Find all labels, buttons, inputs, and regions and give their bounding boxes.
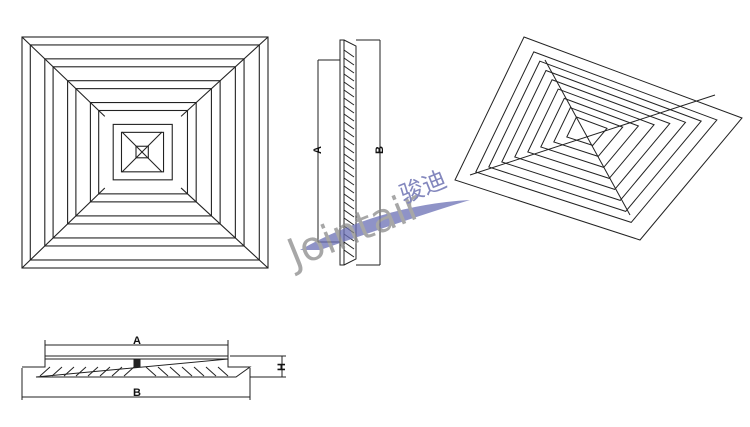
section-blade: [39, 366, 51, 377]
iso-ring: [566, 116, 608, 146]
section-blade: [145, 366, 157, 377]
iso-ring: [540, 97, 640, 168]
section-label-h: H: [276, 363, 288, 371]
iso-ring: [527, 88, 655, 179]
iso-ring: [501, 69, 687, 201]
front-square: [29, 44, 260, 261]
side-blade: [343, 81, 355, 90]
front-diagonal: [180, 36, 269, 117]
side-blade: [343, 73, 355, 82]
section-blade: [169, 366, 181, 377]
side-flange: [343, 39, 357, 266]
side-blade: [343, 89, 355, 98]
front-square: [75, 88, 212, 217]
side-blade: [343, 161, 355, 170]
front-diagonal: [21, 36, 106, 117]
side-blade: [343, 145, 355, 154]
front-square: [112, 123, 173, 181]
side-blade: [343, 129, 355, 138]
front-square: [120, 131, 165, 173]
side-frame: [339, 39, 345, 266]
section-blade: [63, 366, 75, 377]
side-blade: [343, 105, 355, 114]
side-blades: [343, 49, 355, 258]
iso-diagonal: [544, 59, 631, 216]
side-label-b: B: [374, 146, 386, 154]
iso-diagonal: [469, 94, 716, 176]
side-blade: [343, 217, 355, 226]
side-label-a: A: [312, 146, 324, 154]
front-center-diagonal: [121, 151, 143, 173]
iso-ring: [553, 107, 624, 157]
side-blade: [343, 169, 355, 178]
section-blade: [123, 366, 135, 377]
side-blade: [343, 65, 355, 74]
iso-ring: [488, 60, 703, 212]
iso-ring: [454, 36, 743, 241]
side-blade: [343, 57, 355, 66]
front-square: [44, 58, 245, 247]
section-blade: [75, 366, 87, 377]
front-center-diagonal: [121, 131, 143, 153]
front-center-diagonal: [141, 131, 163, 153]
side-blade: [343, 49, 355, 58]
front-square: [98, 109, 189, 195]
front-square: [52, 66, 236, 239]
iso-ring: [475, 51, 718, 223]
front-square: [21, 36, 269, 269]
watermark: Jointair 骏迪: [278, 165, 470, 278]
side-blade: [343, 209, 355, 218]
section-blade: [99, 366, 111, 377]
side-blade: [343, 249, 355, 258]
front-view: [21, 36, 269, 269]
side-blade: [343, 193, 355, 202]
section-blade: [205, 366, 217, 377]
isometric-view: [454, 36, 743, 241]
watermark-swoosh: [300, 200, 470, 250]
side-blade: [343, 185, 355, 194]
front-center-diagonal: [141, 151, 163, 173]
section-view: [21, 340, 286, 400]
side-blade: [343, 121, 355, 130]
section-blade: [51, 366, 63, 377]
side-blade: [343, 177, 355, 186]
front-diagonal: [180, 187, 269, 269]
front-diagonal: [21, 187, 106, 269]
front-square: [67, 80, 221, 225]
section-blades: [39, 366, 229, 377]
section-blade: [181, 366, 193, 377]
section-blade: [111, 366, 123, 377]
side-blade: [343, 241, 355, 250]
section-blade: [87, 366, 99, 377]
section-body: [22, 358, 252, 378]
front-square: [135, 145, 149, 159]
section-label-b: B: [133, 387, 141, 399]
front-square: [89, 102, 197, 203]
side-blade: [343, 201, 355, 210]
watermark-text-cn: 骏迪: [395, 165, 450, 209]
side-blade: [343, 153, 355, 162]
section-label-a: A: [133, 335, 141, 347]
side-blade: [343, 113, 355, 122]
section-blade: [193, 366, 205, 377]
side-blade: [343, 137, 355, 146]
iso-ring: [514, 79, 671, 190]
side-blade: [343, 97, 355, 106]
section-center-post: [133, 358, 141, 368]
section-blade: [217, 366, 229, 377]
section-blade: [157, 366, 169, 377]
